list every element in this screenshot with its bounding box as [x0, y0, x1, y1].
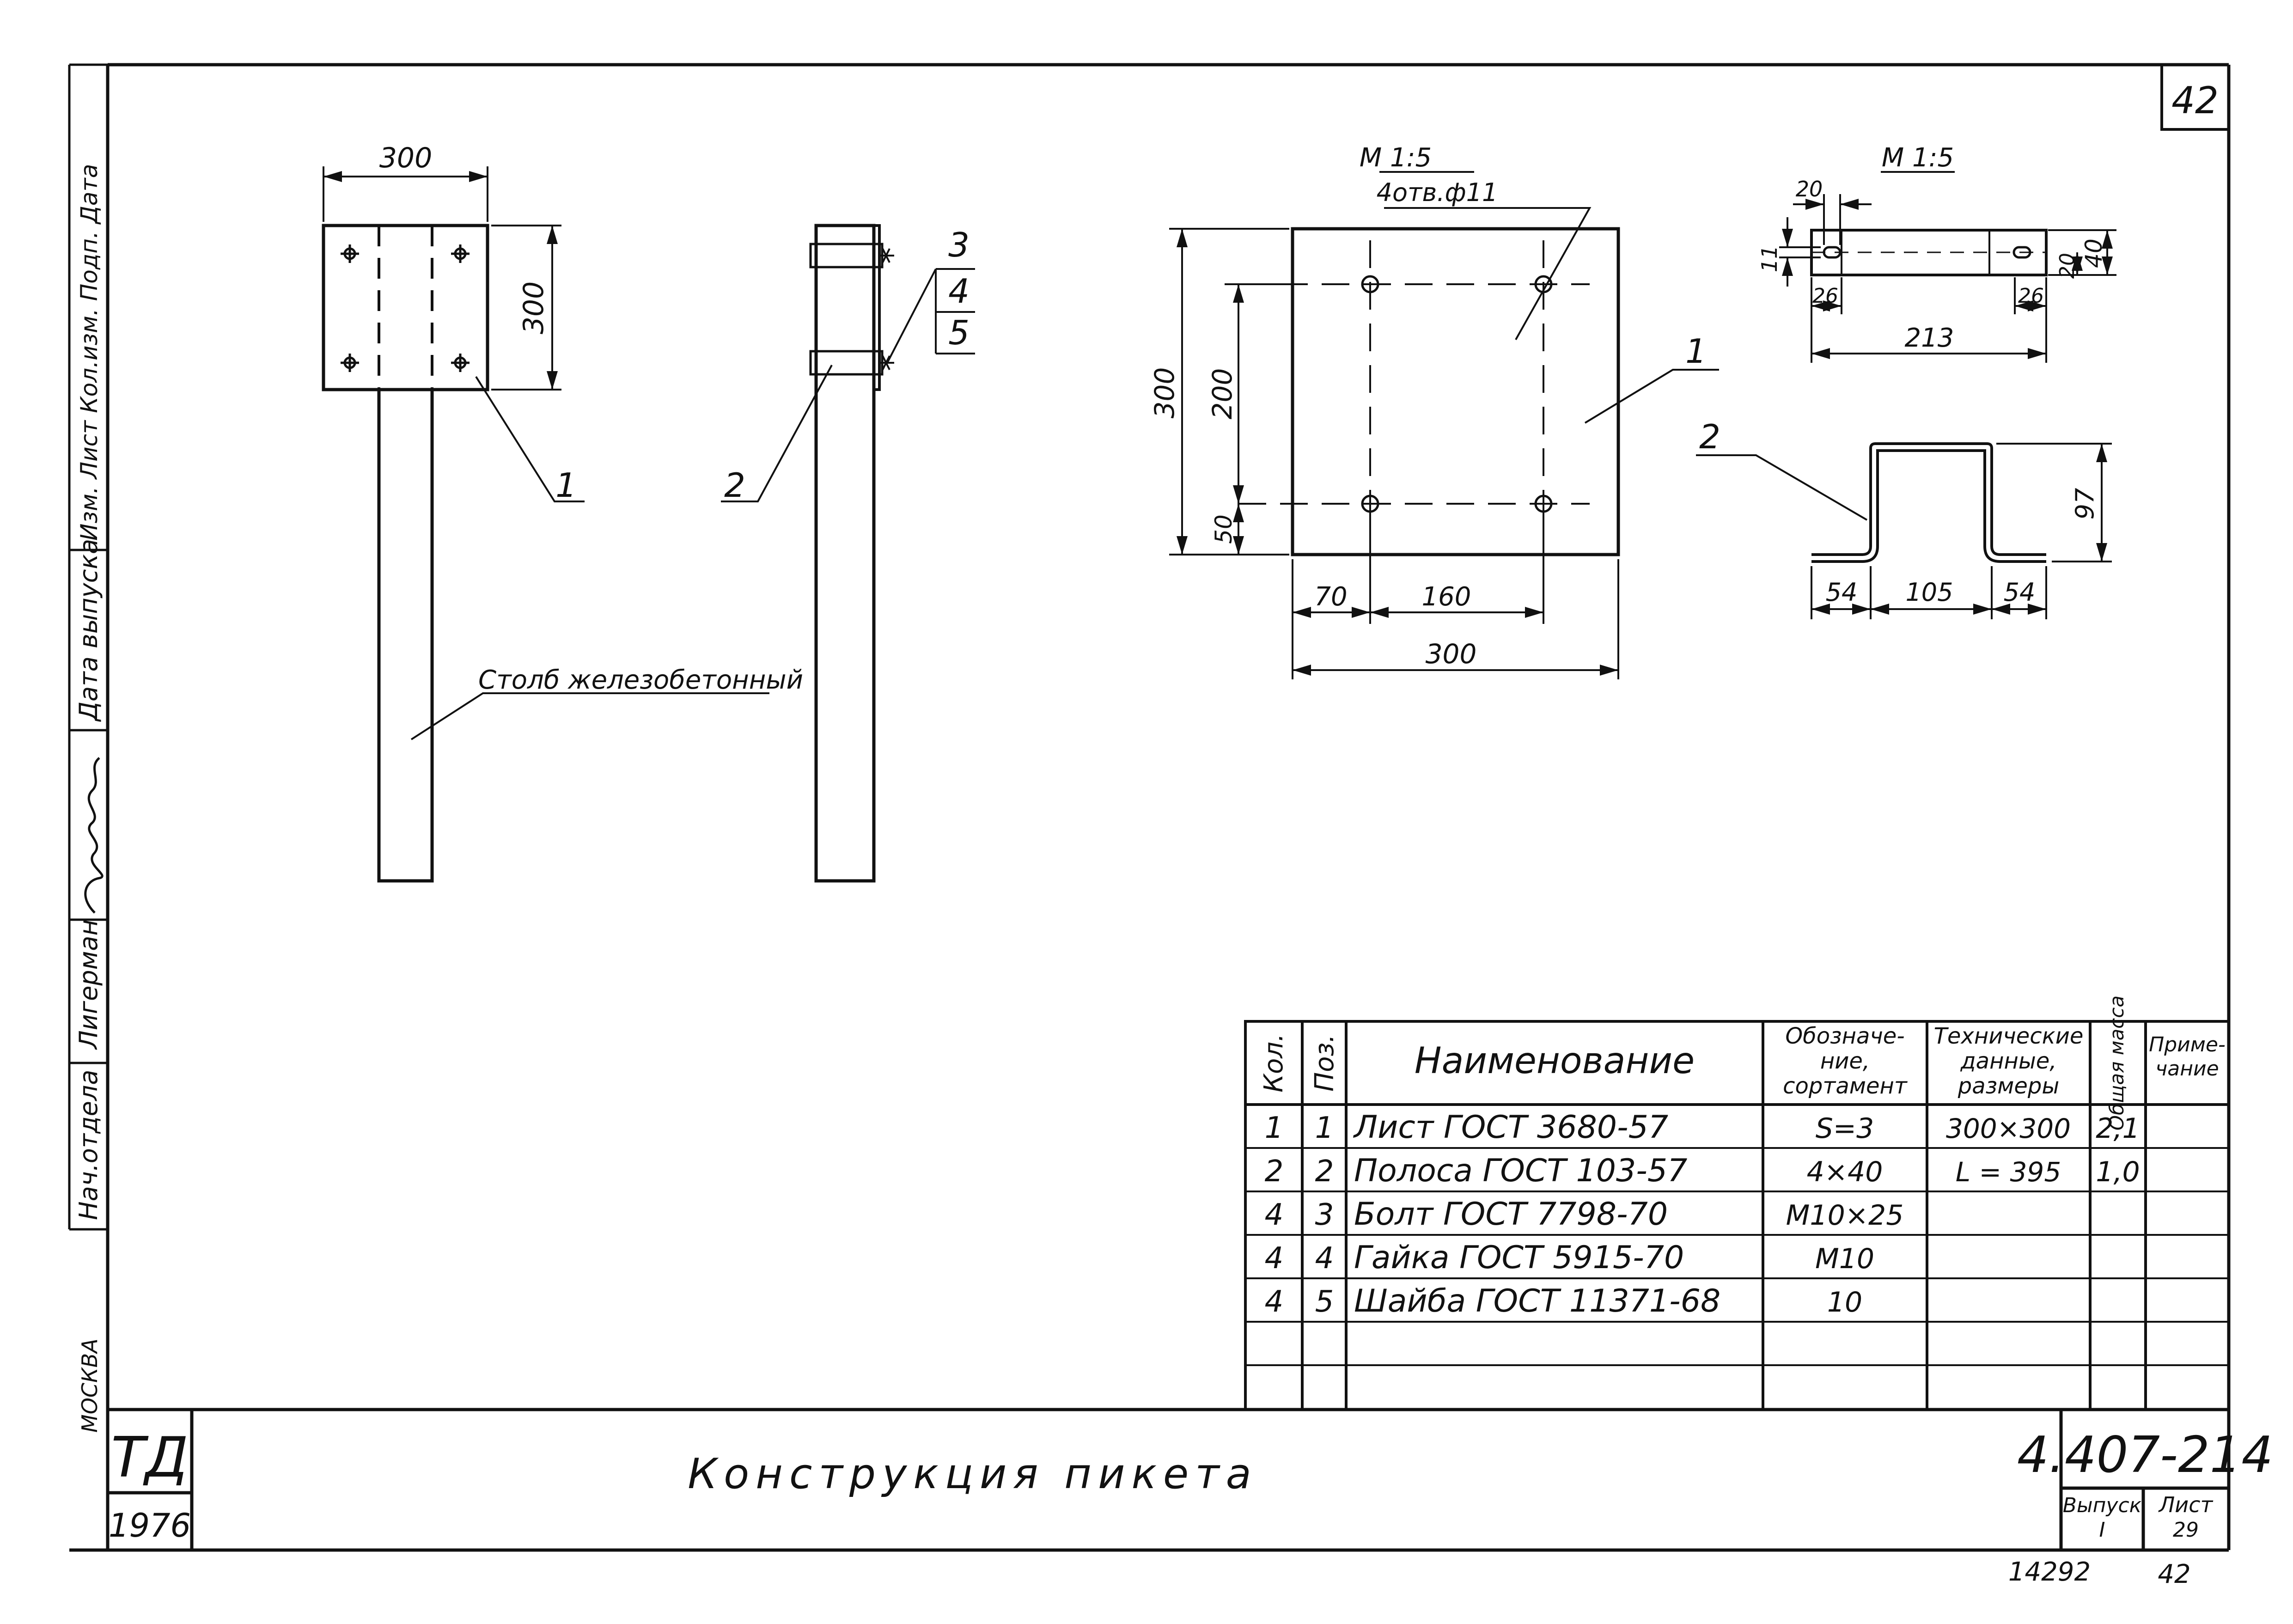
- strip-dim-54-right: 54: [2004, 578, 2036, 607]
- sheet-label: Лист: [2158, 1492, 2214, 1517]
- strip-callout: 2: [1699, 417, 1720, 456]
- stamp-release-date: Дата выпуска: [74, 539, 103, 722]
- plate-dim-50: 50: [1210, 514, 1237, 544]
- sheet-value: 29: [2173, 1518, 2199, 1542]
- strip-dim-54-left: 54: [1826, 578, 1858, 607]
- hdr-name: Наименование: [1415, 1040, 1695, 1082]
- spec-table-rows-3-designation: М10: [1815, 1243, 1874, 1275]
- page-number: 42: [2158, 1559, 2190, 1589]
- callout-2: 2: [724, 466, 745, 505]
- spec-table: Кол. Поз. Наименование Обозначе- ние, со…: [1244, 995, 2230, 1411]
- plate-dim-200: 200: [1207, 368, 1238, 420]
- title-block: ТД 1976 Конструкция пикета 4.407-214 Вып…: [108, 1408, 2273, 1550]
- plate-dim-160: 160: [1422, 582, 1471, 612]
- spec-table-rows-0-pos: 1: [1315, 1111, 1334, 1145]
- table-row: 4 4 Гайка ГОСТ 5915-70 М10: [1265, 1239, 1874, 1276]
- strip-dim-213: 213: [1905, 323, 1954, 353]
- spec-table-rows-1-qty: 2: [1265, 1154, 1284, 1189]
- callout-4: 4: [948, 272, 970, 311]
- hdr-mass: Общая масса: [2105, 995, 2128, 1130]
- strip-dim-11: 11: [1757, 245, 1782, 273]
- spec-table-rows-0-mass: 2,1: [2096, 1112, 2140, 1145]
- spec-table-rows-4-pos: 5: [1315, 1285, 1334, 1319]
- hdr-designation: Обозначе- ние, сортамент: [1783, 1024, 1907, 1099]
- drawing-title: Конструкция пикета: [688, 1450, 1258, 1498]
- spec-table-rows-4-designation: 10: [1827, 1286, 1862, 1319]
- hdr-pos: Поз.: [1310, 1034, 1340, 1092]
- spec-table-rows-2-name: Болт ГОСТ 7798-70: [1354, 1196, 1668, 1233]
- hdr-note: Приме- чание: [2149, 1033, 2226, 1081]
- spec-table-rows-1-pos: 2: [1315, 1154, 1334, 1189]
- callout-3: 3: [948, 226, 970, 264]
- spec-table-rows-0-qty: 1: [1265, 1111, 1284, 1145]
- spec-table-rows-4-qty: 4: [1265, 1285, 1284, 1319]
- strip-dim-26-left: 26: [1812, 284, 1838, 308]
- spec-table-rows-3-qty: 4: [1265, 1241, 1284, 1276]
- strip-dim-20-right: 20: [2055, 253, 2079, 279]
- callout-5: 5: [948, 313, 970, 352]
- view-front: 300 300 1 Столб железобетонный: [322, 142, 803, 883]
- spec-table-rows-3-pos: 4: [1315, 1241, 1334, 1276]
- sheet-number-top: 42: [2171, 79, 2219, 122]
- stamp-row1: Изм. Лист Кол.изм. Подп. Дата: [76, 164, 103, 541]
- plate-scale: М 1:5: [1360, 143, 1432, 173]
- top-sheet-number: 42: [2160, 65, 2229, 131]
- spec-table-rows-2-designation: М10×25: [1786, 1199, 1904, 1232]
- sheet-frame: [69, 63, 2231, 1552]
- doc-number: 4.407-214: [2017, 1426, 2273, 1484]
- spec-table-rows-1-name: Полоса ГОСТ 103-57: [1354, 1153, 1687, 1189]
- side-stamp: Изм. Лист Кол.изм. Подп. Дата Дата выпус…: [68, 63, 108, 1433]
- table-row: 2 2 Полоса ГОСТ 103-57 4×40 L = 395 1,0: [1265, 1153, 2140, 1189]
- plate-dim-300-h: 300: [1426, 638, 1477, 670]
- spec-table-rows-4-name: Шайба ГОСТ 11371-68: [1354, 1283, 1720, 1319]
- spec-table-rows-0-name: Лист ГОСТ 3680-57: [1353, 1109, 1668, 1146]
- dim-width: 300: [379, 142, 433, 174]
- callout-1: 1: [555, 466, 577, 505]
- spec-table-rows-2-qty: 4: [1265, 1198, 1284, 1232]
- strip-dim-40: 40: [2080, 238, 2107, 268]
- org-logo: ТД: [111, 1426, 188, 1490]
- table-row: 4 3 Болт ГОСТ 7798-70 М10×25: [1265, 1196, 1904, 1233]
- issue-value: I: [2099, 1518, 2105, 1542]
- view-side: 2 3 4 5: [721, 224, 975, 883]
- hdr-tech: Технические данные, размеры: [1933, 1024, 2084, 1099]
- stamp-city: МОСКВА: [77, 1338, 102, 1433]
- year: 1976: [109, 1507, 191, 1545]
- dim-height: 300: [518, 281, 550, 335]
- strip-scale: М 1:5: [1882, 143, 1954, 173]
- strip-dim-26-right: 26: [2018, 284, 2044, 308]
- strip-dim-20-top: 20: [1796, 177, 1823, 201]
- plate-callout: 1: [1685, 332, 1707, 371]
- strip-dim-97: 97: [2070, 488, 2099, 520]
- plate-dim-300-v: 300: [1149, 367, 1180, 419]
- strip-dim-105: 105: [1905, 578, 1953, 607]
- stamp-dept-label: Нач.отдела: [74, 1070, 103, 1220]
- spec-table-rows-1-tech: L = 395: [1956, 1156, 2061, 1188]
- spec-table-rows-3-name: Гайка ГОСТ 5915-70: [1354, 1239, 1684, 1276]
- hdr-qty: Кол.: [1259, 1033, 1289, 1093]
- table-row: 1 1 Лист ГОСТ 3680-57 S=3 300×300 2,1: [1265, 1109, 2140, 1146]
- signature: [84, 757, 104, 914]
- spec-table-rows-0-designation: S=3: [1816, 1112, 1874, 1145]
- issue-label: Выпуск: [2063, 1494, 2142, 1517]
- plate-detail: М 1:5 4отв.ф11 1 300 200 50 70: [1149, 143, 1719, 679]
- plate-holes: 4отв.ф11: [1377, 178, 1498, 207]
- spec-table-rows-0-tech: 300×300: [1946, 1113, 2071, 1144]
- strip-detail: М 1:5 20: [1696, 143, 2116, 619]
- table-row: 4 5 Шайба ГОСТ 11371-68 10: [1265, 1283, 1863, 1319]
- spec-table-rows-2-pos: 3: [1315, 1198, 1334, 1232]
- spec-table-rows-1-designation: 4×40: [1807, 1156, 1883, 1188]
- plate-dim-70: 70: [1314, 582, 1347, 612]
- post-label: Столб железобетонный: [478, 665, 803, 695]
- stamp-dept-name: Лигерман: [74, 919, 103, 1050]
- spec-table-rows-1-mass: 1,0: [2096, 1156, 2140, 1188]
- inventory-number: 14292: [2008, 1557, 2091, 1587]
